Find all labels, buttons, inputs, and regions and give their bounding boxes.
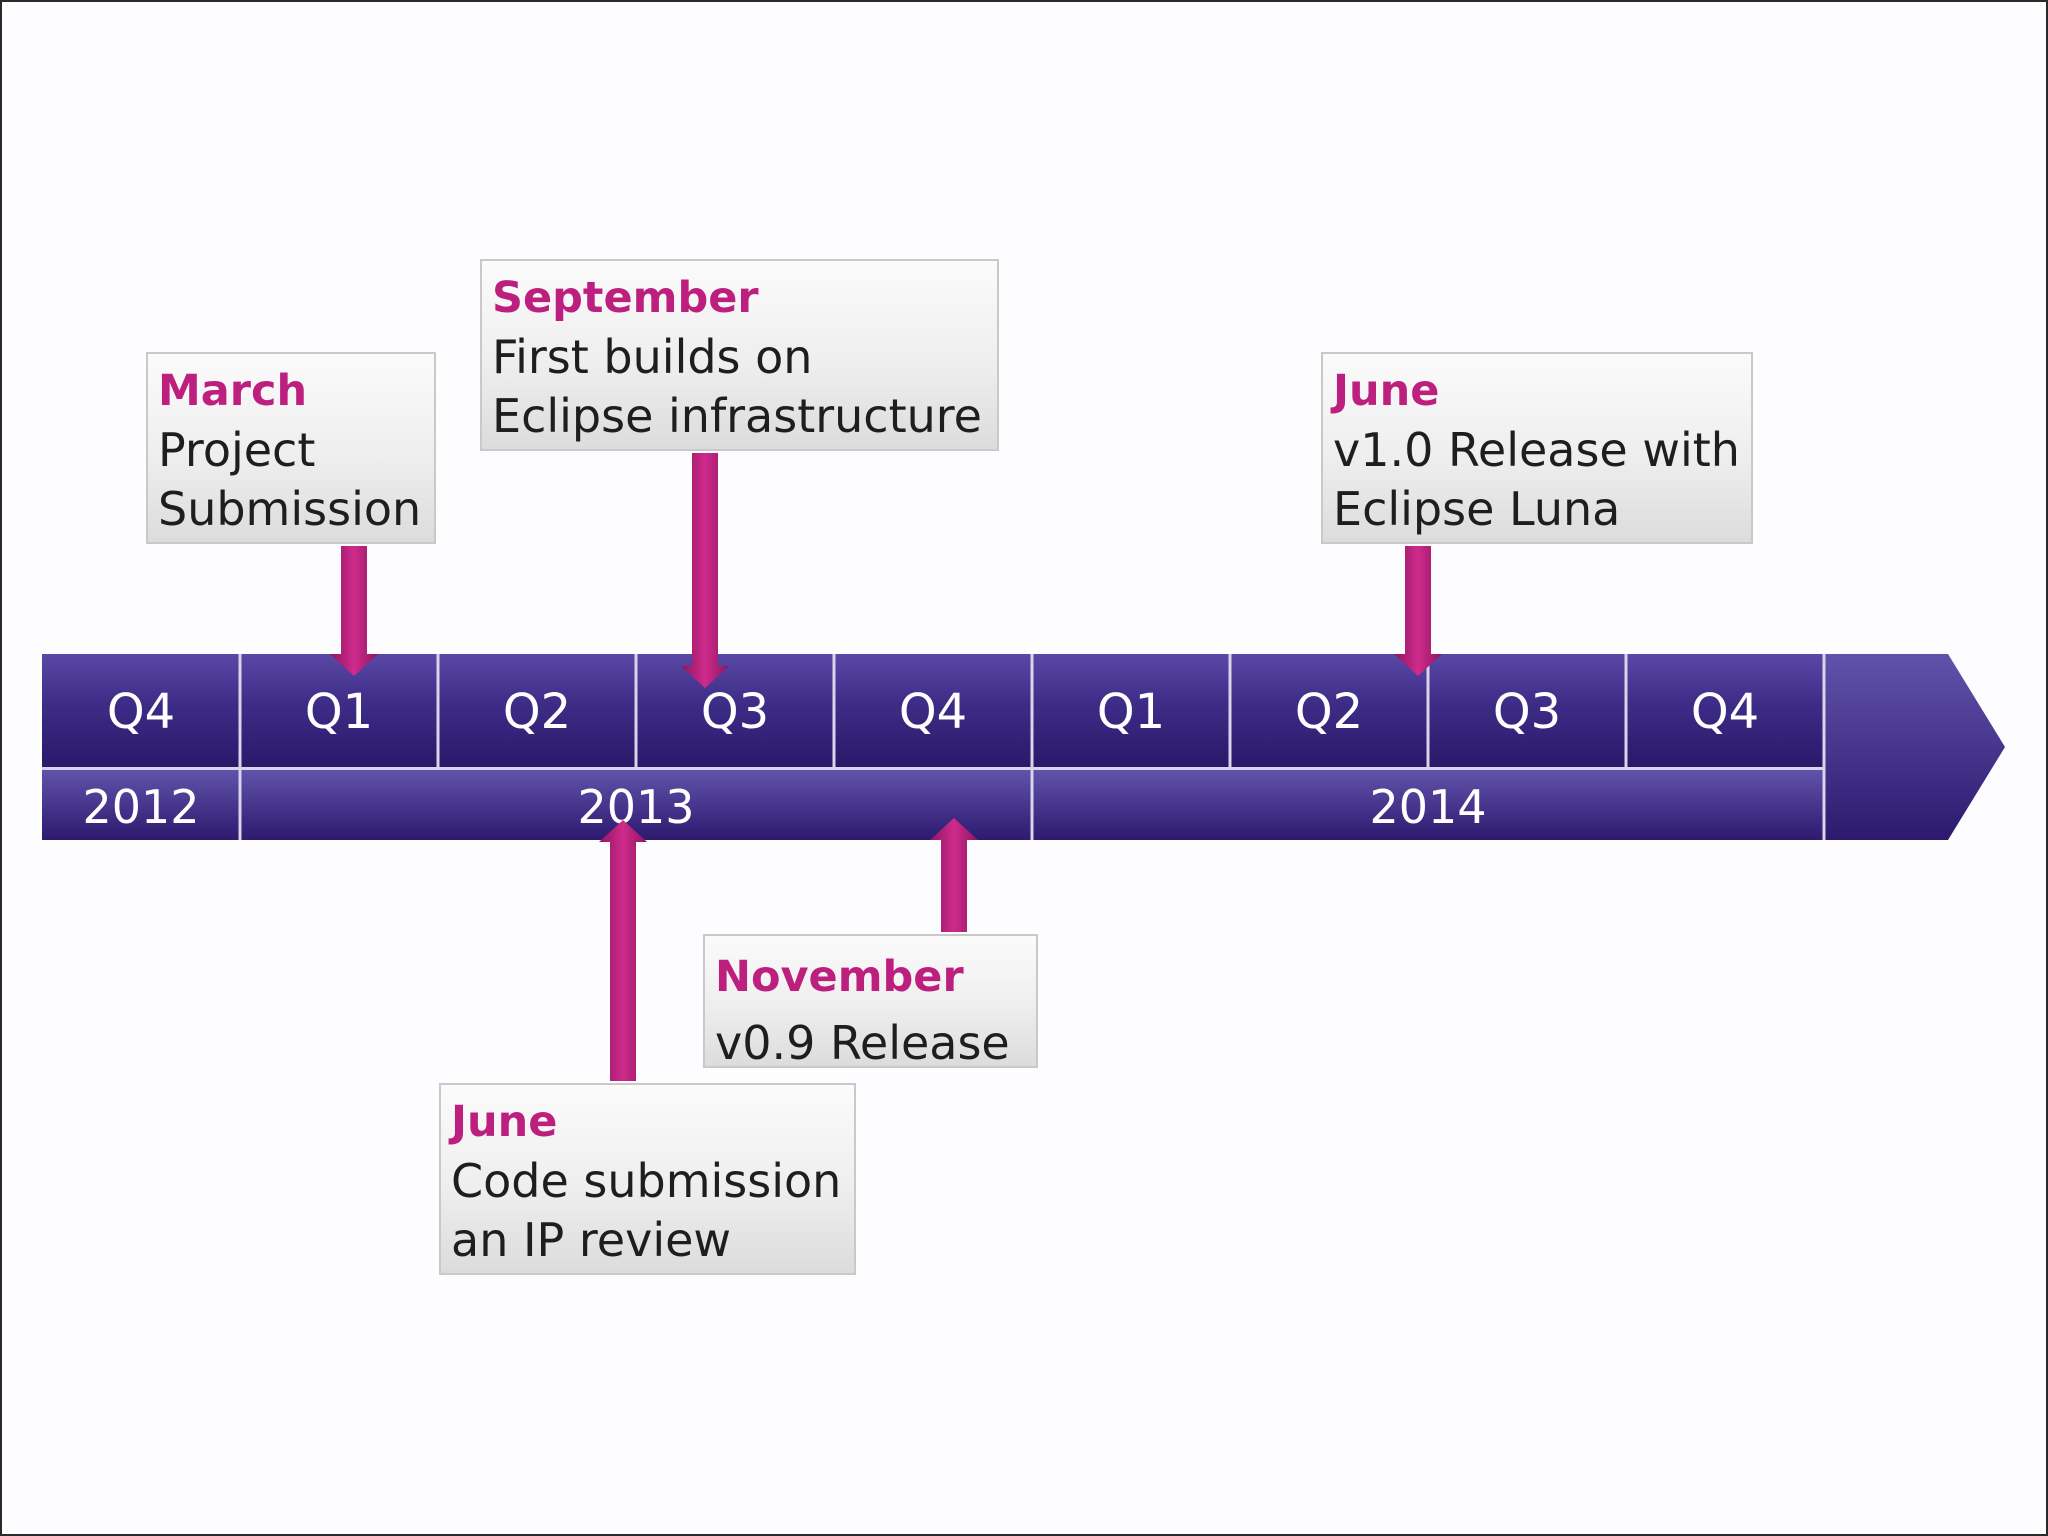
quarter-label: Q1 [1097, 684, 1165, 740]
event-month: June [451, 1097, 558, 1147]
event-month: September [492, 273, 759, 323]
event-text: Eclipse Luna [1333, 482, 1621, 536]
quarter-label: Q4 [1691, 684, 1759, 740]
year-label: 2012 [82, 780, 199, 834]
event-callout-june-2013: June Code submission an IP review [439, 1083, 856, 1275]
event-text: v1.0 Release with [1333, 423, 1740, 477]
event-month: November [715, 952, 964, 1002]
quarter-label: Q2 [503, 684, 571, 740]
arrow-march [330, 546, 378, 676]
event-callout-september: September First builds on Eclipse infras… [480, 259, 999, 451]
event-callout-november: November v0.9 Release [703, 934, 1038, 1070]
event-callout-march: March Project Submission [146, 352, 436, 544]
event-text: Submission [158, 482, 422, 536]
event-text: Code submission [451, 1154, 842, 1208]
event-callout-june-2014: June v1.0 Release with Eclipse Luna [1321, 352, 1753, 544]
year-label: 2013 [577, 780, 694, 834]
quarter-band [42, 654, 1824, 767]
timeline-arrow-head [1824, 654, 2005, 840]
event-text: First builds on [492, 330, 813, 384]
quarter-label: Q3 [701, 684, 769, 740]
quarter-label: Q4 [107, 684, 175, 740]
arrow-september [681, 453, 729, 688]
quarter-label: Q2 [1295, 684, 1363, 740]
event-month: March [158, 366, 308, 416]
event-month: June [1333, 366, 1440, 416]
quarter-label: Q1 [305, 684, 373, 740]
quarter-label: Q4 [899, 684, 967, 740]
event-text: Project [158, 423, 316, 477]
arrow-november [930, 818, 978, 932]
year-band [42, 770, 1824, 840]
quarter-label: Q3 [1493, 684, 1561, 740]
arrow-june-2014 [1394, 546, 1442, 676]
event-text: Eclipse infrastructure [492, 389, 982, 443]
event-text: v0.9 Release [715, 1016, 1010, 1070]
event-text: an IP review [451, 1213, 732, 1267]
year-label: 2014 [1369, 780, 1486, 834]
arrow-june-2013 [599, 820, 647, 1081]
